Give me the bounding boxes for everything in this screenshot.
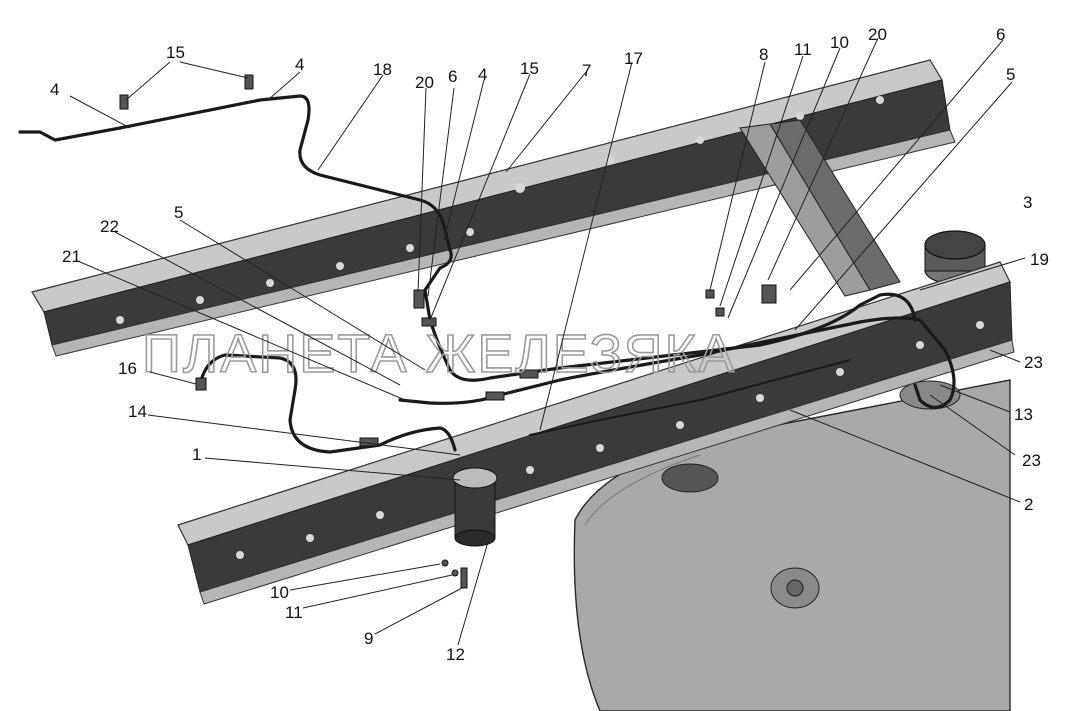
callout-3: 3: [1023, 193, 1032, 212]
callout-1: 1: [192, 445, 201, 464]
callout-4b: 4: [295, 55, 304, 74]
callout-23b: 23: [1022, 451, 1041, 470]
callout-11a: 11: [794, 40, 812, 59]
callout-2: 2: [1024, 495, 1033, 514]
leader-lines: [69, 37, 1026, 646]
callout-13: 13: [1014, 405, 1033, 424]
callout-18: 18: [373, 60, 392, 79]
callout-6b: 6: [996, 25, 1005, 44]
callout-15b: 15: [520, 59, 539, 78]
fuel-filter: [452, 467, 498, 547]
callout-10a: 10: [830, 33, 849, 52]
upper-frame-rail: [31, 59, 956, 357]
callout-19: 19: [1030, 250, 1049, 269]
callouts: 15 4 4 18 20 6 4 15 7 17 8 11 10 20 6 5 …: [50, 25, 1049, 664]
callout-22: 22: [100, 217, 119, 236]
callout-9: 9: [364, 629, 373, 648]
callout-5a: 5: [1006, 65, 1015, 84]
callout-12: 12: [446, 645, 465, 664]
callout-23a: 23: [1024, 353, 1043, 372]
callout-20a: 20: [415, 73, 434, 92]
callout-17: 17: [624, 49, 643, 68]
callout-15a: 15: [166, 43, 185, 62]
callout-11b: 11: [285, 603, 303, 622]
callout-16: 16: [118, 359, 137, 378]
callout-7: 7: [582, 61, 591, 80]
callout-5b: 5: [174, 203, 183, 222]
callout-6a: 6: [448, 67, 457, 86]
callout-21: 21: [62, 247, 81, 266]
callout-8: 8: [759, 45, 768, 64]
callout-14: 14: [128, 402, 147, 421]
callout-10b: 10: [270, 583, 289, 602]
callout-4a: 4: [50, 80, 59, 99]
callout-20b: 20: [868, 25, 887, 44]
callout-4c: 4: [478, 65, 487, 84]
watermark: ПЛАНЕТА ЖЕЛЕЗЯКА: [142, 324, 736, 384]
